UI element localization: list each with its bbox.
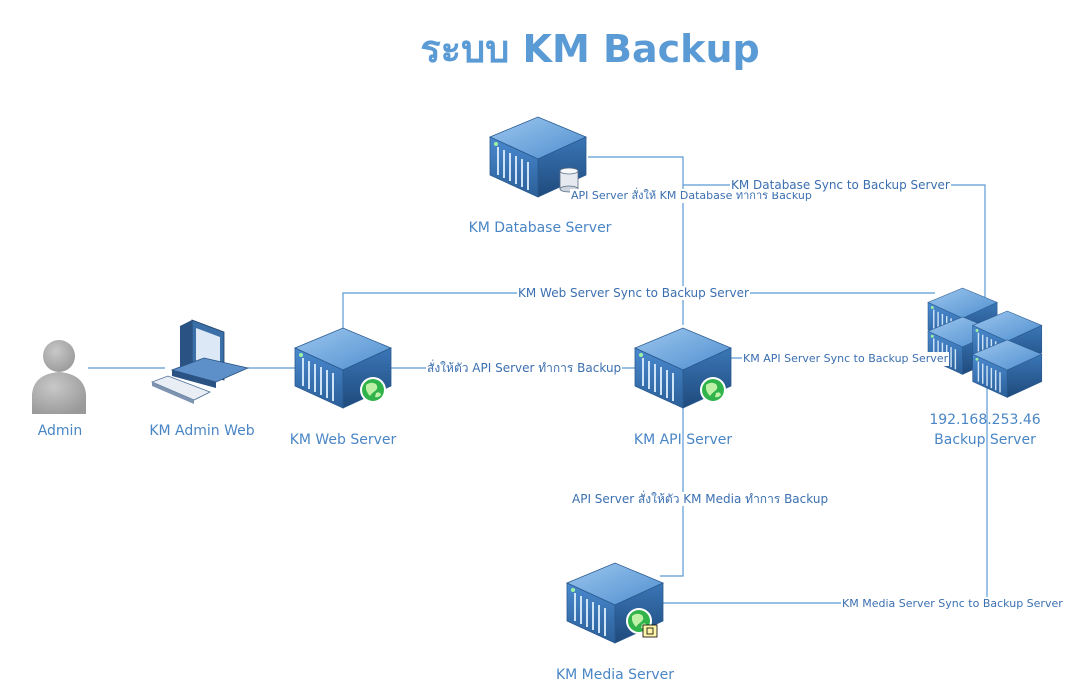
line-db-top [588,156,684,183]
backup-server-label: Backup Server [934,432,1036,448]
edge-label-api-to-db: API Server สั่งให้ KM Database ทำการ Bac… [570,189,813,203]
web-server-icon [294,327,392,409]
media-server-label: KM Media Server [555,667,675,683]
user-icon [32,340,86,414]
admin-label: Admin [37,423,83,439]
api-server-label: KM API Server [633,432,733,448]
web-server-label: KM Web Server [289,432,397,448]
edge-label-media-sync: KM Media Server Sync to Backup Server [841,597,1064,611]
page-title: ระบบ KM Backup [420,27,760,71]
admin-web-label: KM Admin Web [149,423,255,439]
database-server-icon [489,116,587,198]
edge-label-api-to-media: API Server สั่งให้ตัว KM Media ทำการ Bac… [571,492,830,506]
edge-label-web-to-api: สั่งให้ตัว API Server ทำการ Backup [426,361,623,375]
server-cluster-icon [927,287,1043,399]
backup-server-ip: 192.168.253.46 [929,412,1041,428]
db-server-label: KM Database Server [468,220,612,236]
line-api-to-media [660,408,684,577]
edge-label-api-sync: KM API Server Sync to Backup Server [742,352,950,366]
edge-label-web-sync: KM Web Server Sync to Backup Server [517,286,750,300]
workstation-icon [150,319,250,404]
edge-label-db-sync: KM Database Sync to Backup Server [730,178,951,192]
api-server-icon [634,327,732,409]
media-server-icon [566,562,664,644]
